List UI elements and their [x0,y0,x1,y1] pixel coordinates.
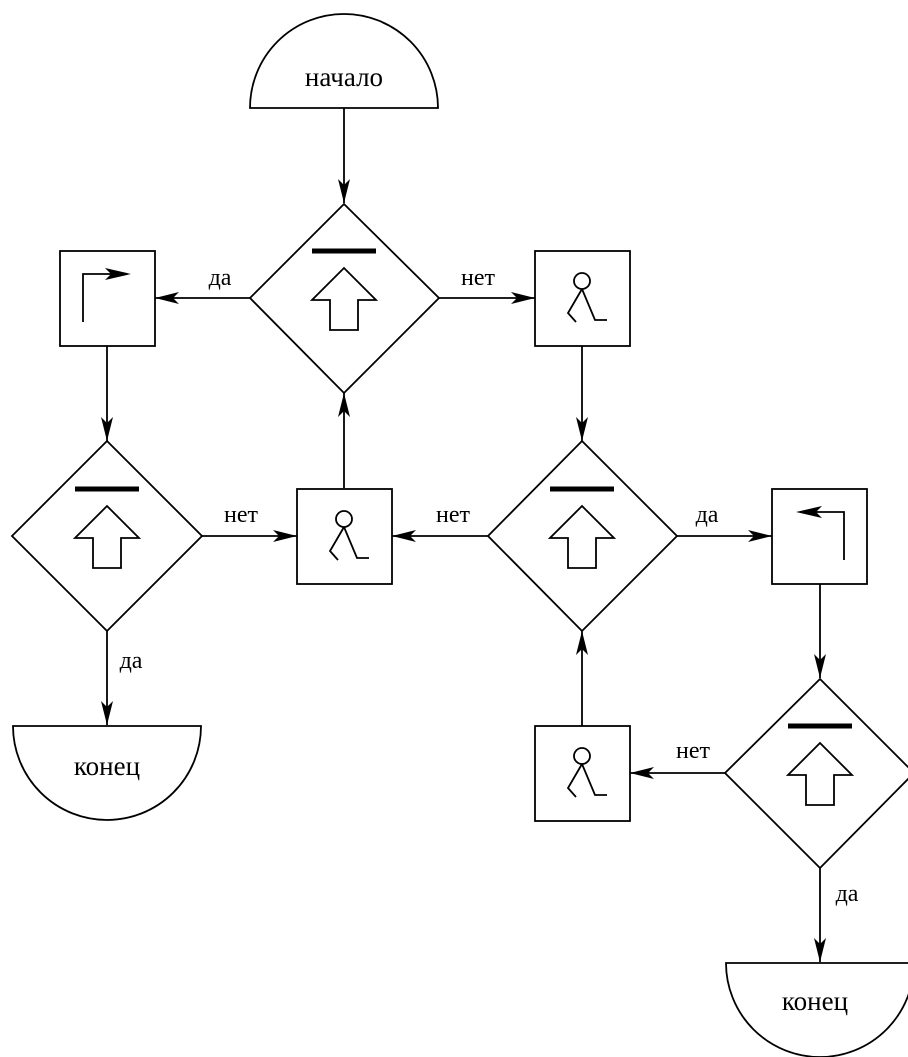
action-turn-left [771,488,868,585]
label-d3-no: нет [436,502,470,528]
action-turn-right [59,250,156,347]
terminal-end-left-label: конец [74,751,140,781]
label-d4-yes: да [836,881,859,907]
terminal-start: начало [249,13,439,109]
terminal-end-left: конец [12,725,202,821]
decision-middle [486,439,679,633]
label-d1-no: нет [461,265,495,291]
action-step-bottom [534,725,631,822]
terminal-start-label: начало [305,62,383,92]
label-d2-no: нет [224,502,258,528]
label-d4-no: нет [676,738,710,764]
action-step-right [534,250,631,347]
decision-bottom-right [723,677,908,870]
decision-left [10,439,204,633]
action-step-center [296,488,393,585]
label-d2-yes: да [120,648,143,674]
label-d3-yes: да [696,502,719,528]
terminal-end-right: конец [725,962,908,1057]
label-d1-yes: да [209,265,232,291]
edge-labels: да нет нет да нет да нет да [120,265,859,907]
terminal-end-right-label: конец [782,986,848,1016]
decision-top [248,202,441,395]
edges [101,108,826,962]
